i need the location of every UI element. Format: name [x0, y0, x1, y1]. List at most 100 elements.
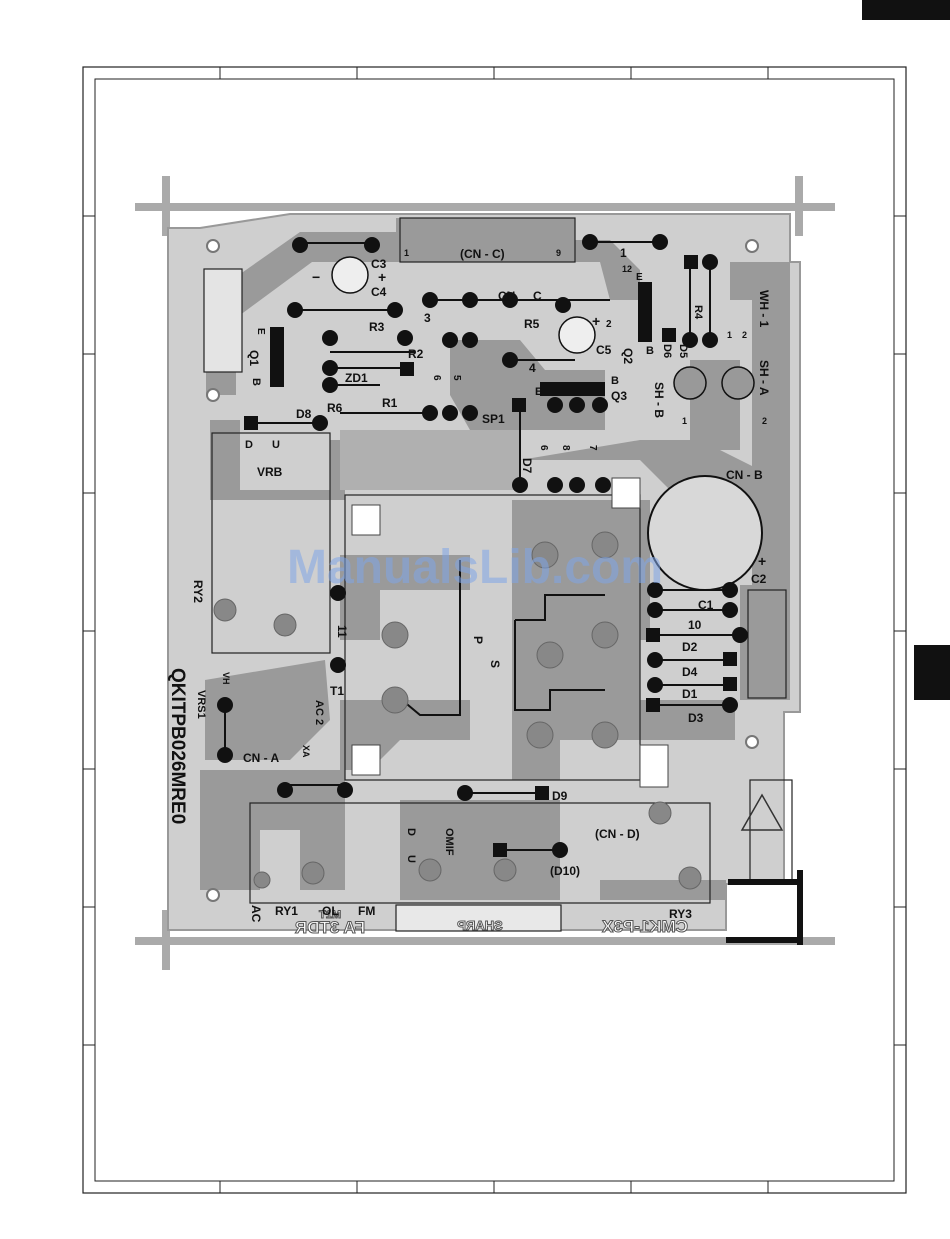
capacitor-c3: [331, 256, 369, 294]
label-r4: R4: [692, 305, 704, 320]
label-vrb-u: U: [272, 439, 280, 451]
page-tab-top: [862, 0, 950, 20]
square-pads: [244, 255, 737, 857]
label-sh-pin2: 2: [762, 416, 767, 426]
label-q3-b: B: [611, 375, 619, 387]
label-q1-b: B: [250, 378, 262, 386]
label-d8: D8: [296, 407, 312, 421]
label-q1-e: E: [255, 328, 266, 335]
label-d1: D1: [682, 687, 698, 701]
label-sh-pin1: 1: [682, 416, 687, 426]
label-sh-a: SH - A: [757, 360, 771, 396]
sh-a-pad: [721, 366, 755, 400]
label-omif-d: D: [405, 828, 417, 836]
label-11: 11: [335, 625, 349, 638]
mirrored-silk-2: T1M: [319, 909, 341, 921]
label-p: P: [471, 636, 485, 644]
transistors: [270, 282, 652, 396]
label-vrb: VRB: [257, 465, 283, 479]
label-cn-d: (CN - D): [595, 827, 640, 841]
label-c: C: [533, 289, 542, 303]
component-labels: (CN - C) 1 9 12 1 C3 C4 R3 R2 ZD1 R1 R6 …: [191, 246, 771, 923]
label-4: 4: [529, 361, 536, 375]
solder-pads: [217, 234, 748, 858]
label-cn-a: CN - A: [243, 751, 280, 765]
board-code: QKITPB026MRE0: [167, 668, 188, 824]
label-plus-c3: +: [378, 269, 386, 285]
label-9b: 6: [538, 445, 549, 451]
label-r2: R2: [408, 347, 424, 361]
label-bottom-ol: OL: [322, 904, 339, 918]
label-vrs1: VRS1: [195, 690, 207, 719]
copper-traces: [200, 218, 790, 900]
label-wh1-p2: 2: [742, 330, 747, 340]
label-r5: R5: [524, 317, 540, 331]
label-3: 3: [424, 311, 431, 325]
page-tab-side: [914, 645, 950, 700]
label-q3-e: E: [535, 386, 542, 398]
label-c2: C2: [751, 572, 767, 586]
label-d7: D7: [520, 458, 534, 474]
label-r1: R1: [382, 396, 398, 410]
hatched-blocks: [351, 477, 669, 788]
label-r6: R6: [327, 401, 343, 415]
label-ry2: RY2: [191, 580, 205, 603]
label-cn-b: CN - B: [726, 468, 763, 482]
label-ry3: RY3: [669, 907, 692, 921]
brand-silk: SHARP: [457, 918, 503, 933]
label-d10: (D10): [550, 864, 580, 878]
label-6: 6: [431, 375, 442, 381]
silkscreen-outlines: [203, 217, 793, 932]
label-cn-c-pin12: 12: [622, 264, 632, 274]
mounting-holes: [206, 239, 759, 902]
label-xa: XA: [301, 745, 311, 758]
label-r3: R3: [369, 320, 385, 334]
mirrored-silk: FA 3TDR: [295, 918, 365, 937]
registration-marks: [135, 176, 835, 970]
label-5: 5: [451, 375, 462, 381]
label-minus-c3: −: [312, 269, 320, 285]
label-vh: VH: [221, 672, 231, 685]
label-omif-u: U: [405, 855, 417, 863]
board-silk: CMK1-P3X: [601, 917, 688, 936]
label-bottom-fm: FM: [358, 904, 375, 918]
watermark: ManualsLib.com: [287, 541, 663, 594]
large-pads: [213, 531, 702, 890]
label-bottom-ry1: RY1: [275, 904, 298, 918]
label-q2: Q2: [621, 348, 635, 364]
label-q1: Q1: [247, 350, 261, 366]
label-2: 2: [606, 319, 612, 330]
drawing-frame: [82, 66, 907, 1194]
label-d2: D2: [682, 640, 698, 654]
label-d9: D9: [552, 789, 568, 803]
label-10: 10: [688, 618, 702, 632]
label-plus-c5: +: [592, 313, 600, 329]
label-d5: D5: [677, 344, 689, 358]
label-cn-c: (CN - C): [460, 247, 505, 261]
label-zd1: ZD1: [345, 371, 368, 385]
label-wh1: WH - 1: [757, 290, 771, 328]
label-c5: C5: [596, 343, 612, 357]
sh-b-pad: [673, 366, 707, 400]
capacitor-c2: [647, 475, 763, 591]
label-d4: D4: [682, 665, 698, 679]
label-pin-1: 1: [620, 246, 627, 260]
capacitor-c5: [558, 316, 596, 354]
label-c1: C1: [698, 598, 714, 612]
label-q2-b: B: [646, 345, 654, 357]
label-cn-c-pin9: 9: [556, 248, 561, 258]
label-t1: T1: [330, 684, 344, 698]
label-ac2: AC 2: [313, 700, 325, 725]
label-omif: OMIF: [443, 828, 455, 856]
label-d6: D6: [661, 344, 673, 358]
label-8: 8: [560, 445, 571, 451]
label-q2-e: E: [636, 272, 643, 283]
label-wh1-p1: 1: [727, 330, 732, 340]
label-plus-c2: +: [758, 553, 766, 569]
label-vrb-d: D: [245, 439, 253, 451]
label-q3: Q3: [611, 389, 627, 403]
label-cn: CN: [498, 289, 515, 303]
label-c4: C4: [371, 285, 387, 299]
warning-triangle-icon: [740, 793, 784, 831]
